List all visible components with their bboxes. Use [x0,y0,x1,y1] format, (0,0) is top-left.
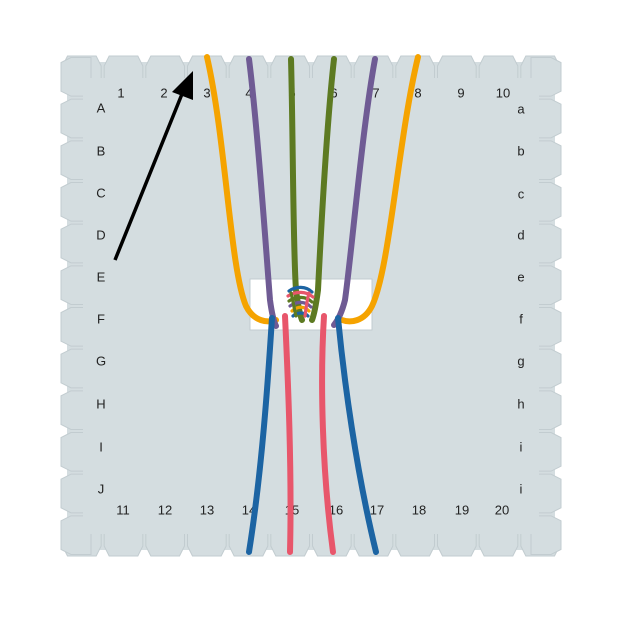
left-slot-letter: A [97,100,106,115]
right-slot-letter: f [519,311,523,326]
right-slot-letter: e [517,269,524,284]
right-slot-letter: b [517,143,524,158]
right-slot-letter: i [520,439,523,454]
left-slot-letters: A B C D E F G H I J [96,100,106,496]
right-slot-letter: h [517,396,524,411]
threads [204,54,421,555]
arrow-head [172,71,193,100]
left-slot-letter: G [96,353,106,368]
pink-thread-right [319,313,336,555]
top-slot-number: 3 [203,85,210,100]
bottom-slot-number: 11 [116,502,130,517]
orange-thread-right [339,54,421,325]
top-slot-number: 7 [372,85,379,100]
top-slot-number: 4 [245,85,252,100]
right-slot-letter: c [518,186,525,201]
right-slot-letter: d [517,227,524,242]
bottom-slot-number: 17 [370,502,384,517]
braid-knot [286,285,315,318]
top-slot-number: 1 [117,85,124,100]
top-slot-number: 8 [414,85,421,100]
green-thread-left [288,56,305,323]
blue-thread-left [246,315,275,555]
bottom-slot-number: 20 [495,502,509,517]
pointer-arrow [113,71,193,261]
arrow-shaft [113,93,184,261]
braid-knot-strand [303,291,311,318]
orange-thread-left [204,54,279,325]
left-slot-letter: F [97,311,105,326]
bottom-slot-number: 12 [158,502,172,517]
right-slot-letter: g [517,353,524,368]
top-slot-number: 2 [160,85,167,100]
right-slot-letters: a b c d e f g h i i [517,101,525,496]
braid-knot-strand [289,291,298,318]
left-slot-letter: E [97,269,106,284]
top-slot-number: 10 [496,85,510,100]
blue-thread-right [335,315,379,555]
bottom-slot-number: 19 [455,502,469,517]
braid-knot-strand [287,285,314,294]
right-slot-letter: i [520,481,523,496]
left-slot-letter: B [97,143,106,158]
bottom-slot-number: 16 [329,502,343,517]
green-thread-right [309,56,337,323]
bottom-slot-number: 18 [412,502,426,517]
left-slot-letter: H [96,396,105,411]
bottom-slot-number: 13 [200,502,214,517]
braid-knot-strand [288,300,313,309]
pink-thread-left [282,313,294,555]
top-slot-number: 6 [330,85,337,100]
left-slot-letter: I [99,439,103,454]
top-slot-number: 9 [457,85,464,100]
left-slot-letter: C [96,185,105,200]
left-slot-letter: J [98,481,105,496]
left-slot-letter: D [96,227,105,242]
right-slot-letter: a [517,101,525,116]
braid-knot-strand [287,295,314,304]
